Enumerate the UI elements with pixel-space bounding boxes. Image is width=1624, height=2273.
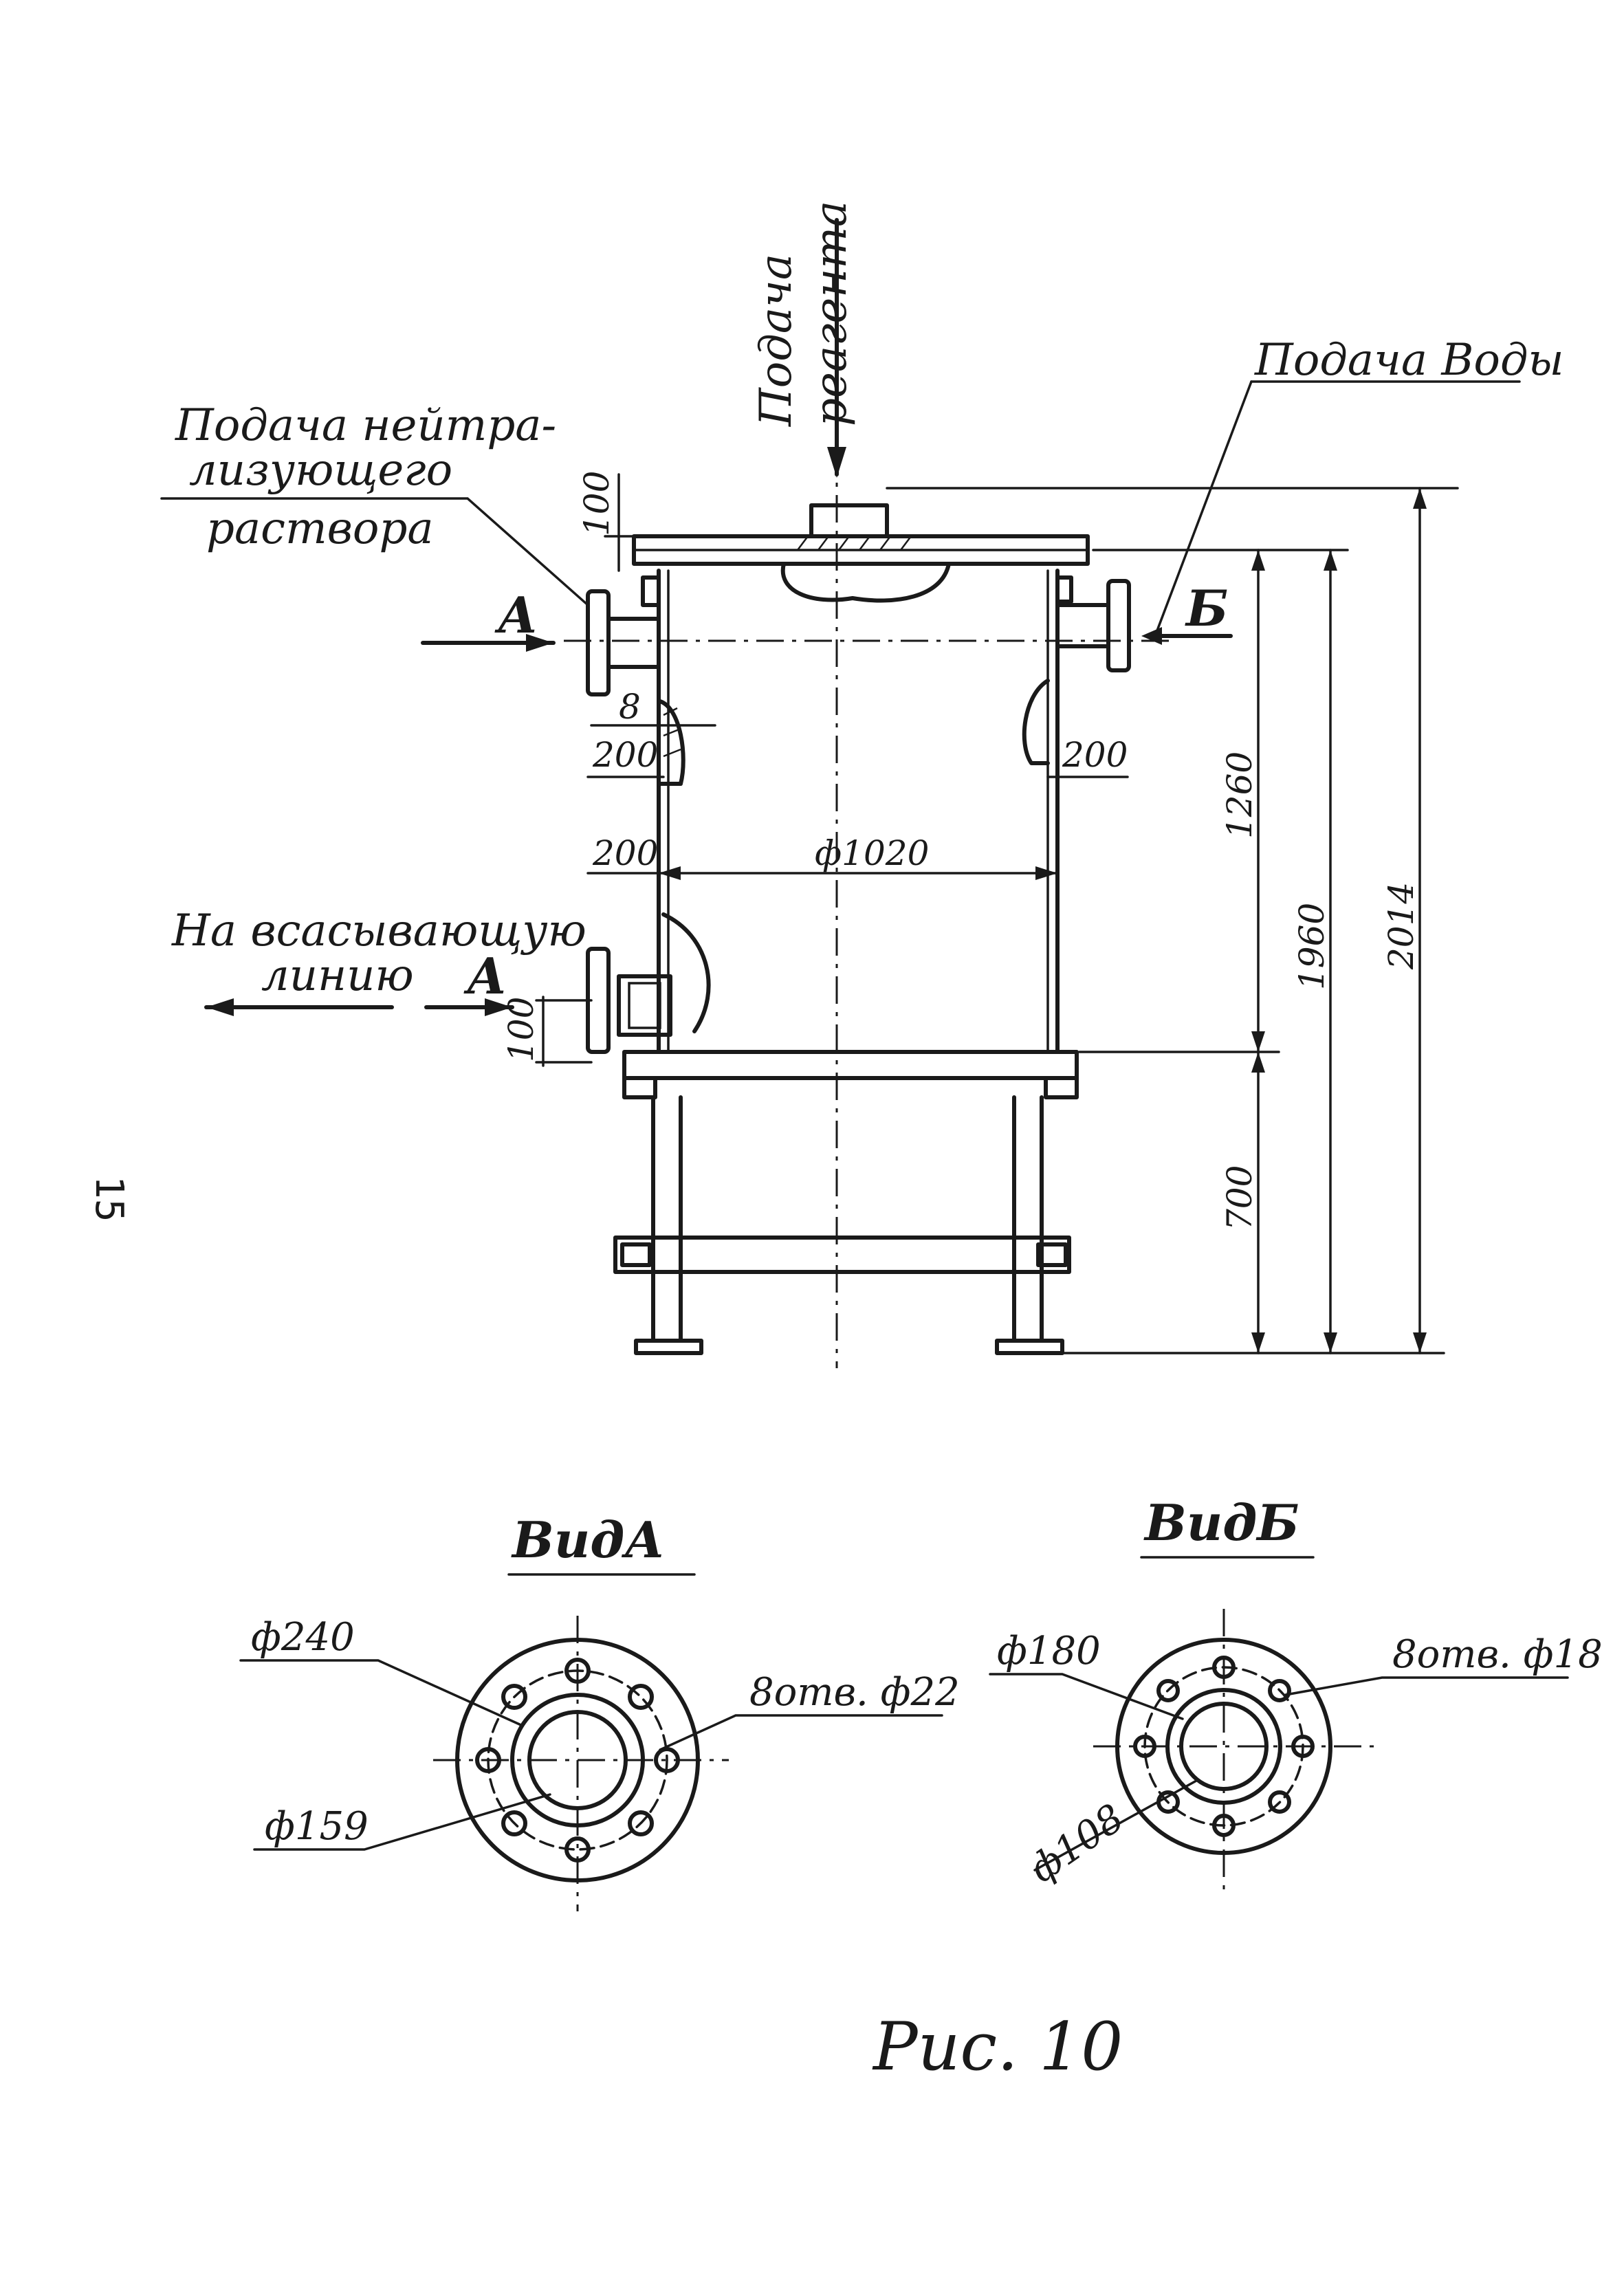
view-a-bolt-hole <box>654 1747 680 1773</box>
view-b: ВидБ ф180 8отв. ф18 ф108 <box>989 1493 1603 1898</box>
view-a-bolt-hole <box>564 1836 591 1863</box>
dimension-labels: 100 8 200 200 200 ф1020 100 1260 1960 70… <box>501 471 1421 1231</box>
dim-100-top: 100 <box>577 471 617 536</box>
section-a-label-bottom: A <box>463 947 506 1005</box>
view-b-bolt-hole <box>1291 1735 1315 1758</box>
water-leader <box>1154 380 1253 637</box>
dim-200-nozzle: 200 <box>592 833 658 873</box>
view-a-bolt-hole <box>628 1684 654 1710</box>
view-b-bolt-hole <box>1212 1814 1236 1837</box>
side-hatch-left <box>658 699 685 786</box>
figure-caption: Рис. 10 <box>872 2008 1123 2085</box>
dim-1960: 1960 <box>1292 903 1332 990</box>
view-a-outer-diameter: ф240 <box>251 1615 355 1660</box>
suction-label-1: На всасывающую <box>171 905 586 956</box>
section-a-label-top: A <box>494 586 537 644</box>
foot-left <box>634 1339 703 1355</box>
foot-right <box>995 1339 1064 1355</box>
view-b-bolt-hole <box>1268 1679 1291 1702</box>
inlet-nozzle-a <box>586 575 661 696</box>
view-a-bolt-hole <box>475 1747 501 1773</box>
dim-200-right: 200 <box>1062 735 1128 775</box>
lower-tie-ring <box>613 1236 1071 1274</box>
vessel <box>564 399 1169 1368</box>
dim-2014: 2014 <box>1381 882 1421 970</box>
view-a-bolt-hole <box>564 1658 591 1684</box>
page-number: 15 <box>87 1176 131 1222</box>
view-b-bolt-hole <box>1156 1679 1180 1702</box>
view-a-bolt-hole <box>501 1684 527 1710</box>
lid-handle <box>809 503 889 538</box>
dimension-lines <box>535 473 1459 1354</box>
suction-label-2: линию <box>261 950 414 1001</box>
view-b-bolt-hole <box>1212 1656 1236 1679</box>
neutralizer-leader <box>160 497 589 606</box>
view-b-holes: 8отв. ф18 <box>1392 1632 1603 1677</box>
view-b-outer-diameter: ф180 <box>997 1629 1101 1673</box>
inlet-nozzle-b <box>1055 575 1131 672</box>
dim-8: 8 <box>619 687 641 727</box>
view-a-bolt-hole <box>628 1810 654 1836</box>
neutralizer-label-1: Подача нейтра- <box>175 400 556 451</box>
view-a: ВидА ф240 ф159 8отв. ф22 <box>239 1511 960 1911</box>
water-label: Подача Воды <box>1254 335 1564 386</box>
dim-1260: 1260 <box>1220 751 1260 839</box>
annotations <box>160 218 1521 1016</box>
dim-100-bottom: 100 <box>501 997 541 1062</box>
view-a-title: ВидА <box>511 1511 665 1569</box>
dim-200-left: 200 <box>592 735 658 775</box>
dim-700: 700 <box>1220 1165 1260 1231</box>
view-b-bolt-hole <box>1133 1735 1156 1758</box>
bottom-flange <box>622 1050 1079 1080</box>
view-a-pipe-diameter: ф159 <box>265 1804 369 1849</box>
section-b-label: Б <box>1185 579 1229 637</box>
reagent-label-2: реагента <box>806 201 857 426</box>
outlet-nozzle <box>586 912 711 1054</box>
view-a-bolt-hole <box>501 1810 527 1836</box>
main-labels: Подача реагента Подача нейтра- лизующего… <box>171 201 1564 1005</box>
view-a-holes: 8отв. ф22 <box>749 1670 960 1715</box>
view-b-pipe-diameter: ф108 <box>1022 1796 1132 1892</box>
neutralizer-label-2: лизующего <box>189 445 452 496</box>
lid-breakout <box>780 562 951 603</box>
view-b-title: ВидБ <box>1143 1493 1299 1552</box>
reagent-label-1: Подача <box>751 254 802 427</box>
dim-diameter: ф1020 <box>815 833 929 873</box>
side-hatch-right <box>1022 679 1050 765</box>
view-b-bolt-hole <box>1268 1790 1291 1814</box>
neutralizer-label-3: раствора <box>206 503 434 554</box>
